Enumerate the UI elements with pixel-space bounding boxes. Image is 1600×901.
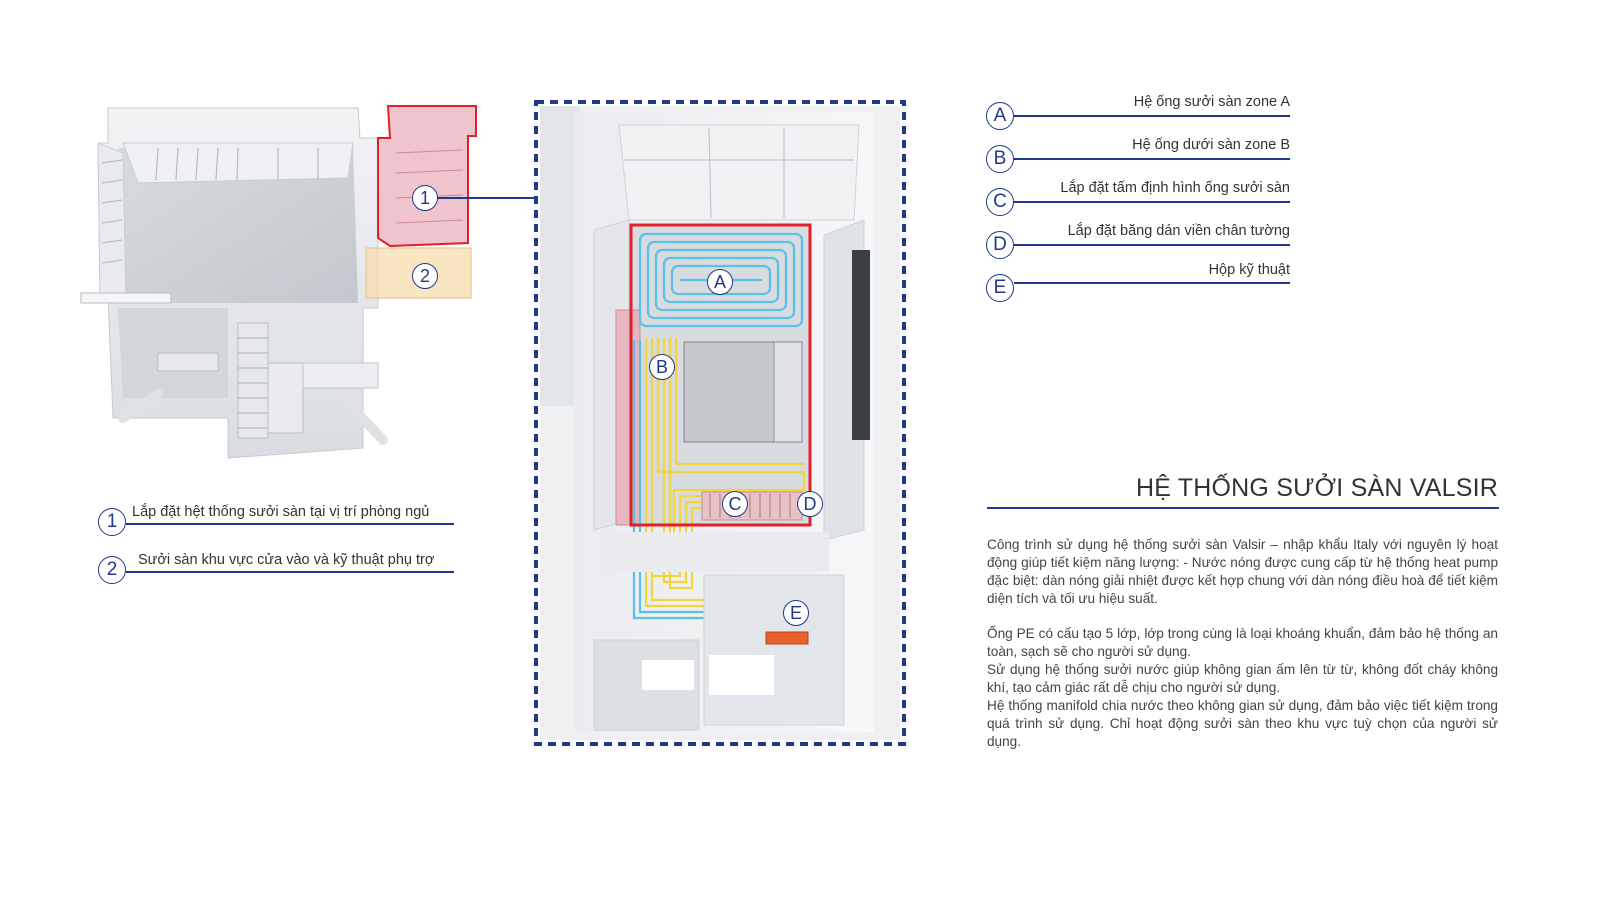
description-paragraph-4: Hệ thống manifold chia nước theo không g… xyxy=(987,698,1498,749)
area-legend-label: Lắp đặt hệt thống sưởi sàn tại vị trí ph… xyxy=(132,504,430,520)
area-legend-underline xyxy=(126,523,454,525)
zone-legend-letter: A xyxy=(986,102,1014,130)
area-legend-item-1: 1 Lắp đặt hệt thống sưởi sàn tại vị trí … xyxy=(98,504,458,536)
zone-legend-letter: C xyxy=(986,188,1014,216)
overview-marker-2: 2 xyxy=(412,263,438,289)
zone-legend-underline xyxy=(1014,115,1290,117)
overview-plan-drawing xyxy=(80,105,477,459)
zone-legend-label: Lắp đặt tấm định hình ống sưởi sàn xyxy=(1060,180,1290,196)
zone-legend-letter: D xyxy=(986,231,1014,259)
detail-marker-b: B xyxy=(649,354,675,380)
detail-plan-drawing xyxy=(534,100,906,746)
title-underline xyxy=(987,507,1499,509)
zone-legend-underline xyxy=(1014,158,1290,160)
detail-marker-c: C xyxy=(722,491,748,517)
area-legend-item-2: 2 Sưởi sàn khu vực cửa vào và kỹ thuật p… xyxy=(98,552,458,584)
zone-legend-letter: B xyxy=(986,145,1014,173)
zone-legend-label: Hệ ống sưởi sàn zone A xyxy=(1133,94,1290,110)
zone-legend-item-e: E Hộp kỹ thuật xyxy=(986,262,1292,302)
zone-legend-label: Hộp kỹ thuật xyxy=(1208,262,1290,278)
area-legend-number: 1 xyxy=(98,508,126,536)
description-paragraph-2: Ống PE có cấu tạo 5 lớp, lớp trong cùng … xyxy=(987,626,1498,659)
area-legend-number: 2 xyxy=(98,556,126,584)
detail-marker-d: D xyxy=(797,491,823,517)
zone-legend-label: Hệ ống dưới sàn zone B xyxy=(1132,137,1290,153)
zone-legend-underline xyxy=(1014,244,1290,246)
zone-legend-letter: E xyxy=(986,274,1014,302)
zone-legend-item-d: D Lắp đặt băng dán viền chân tường xyxy=(986,223,1292,259)
page-title: HỆ THỐNG SƯỞI SÀN VALSIR xyxy=(1135,474,1498,502)
detail-marker-a: A xyxy=(707,269,733,295)
overview-marker-1: 1 xyxy=(412,185,438,211)
zone-legend-item-a: A Hệ ống sưởi sàn zone A xyxy=(986,94,1292,130)
overview-plan xyxy=(78,98,478,468)
zone-legend-label: Lắp đặt băng dán viền chân tường xyxy=(1067,223,1290,239)
zone-legend-underline xyxy=(1014,282,1290,284)
zone-legend-item-c: C Lắp đặt tấm định hình ống sưởi sàn xyxy=(986,180,1292,216)
detail-marker-e: E xyxy=(783,600,809,626)
description-paragraph-1: Công trình sử dụng hệ thống sưởi sàn Val… xyxy=(987,537,1498,606)
zone-legend-item-b: B Hệ ống dưới sàn zone B xyxy=(986,137,1292,173)
leader-line-1 xyxy=(438,197,538,199)
description-paragraph-3: Sử dụng hệ thống sưởi nước giúp không gi… xyxy=(987,662,1498,695)
area-legend-underline xyxy=(126,571,454,573)
detail-plan xyxy=(534,100,906,746)
area-legend-label: Sưởi sàn khu vực cửa vào và kỹ thuật phụ… xyxy=(138,552,435,568)
zone-legend-underline xyxy=(1014,201,1290,203)
